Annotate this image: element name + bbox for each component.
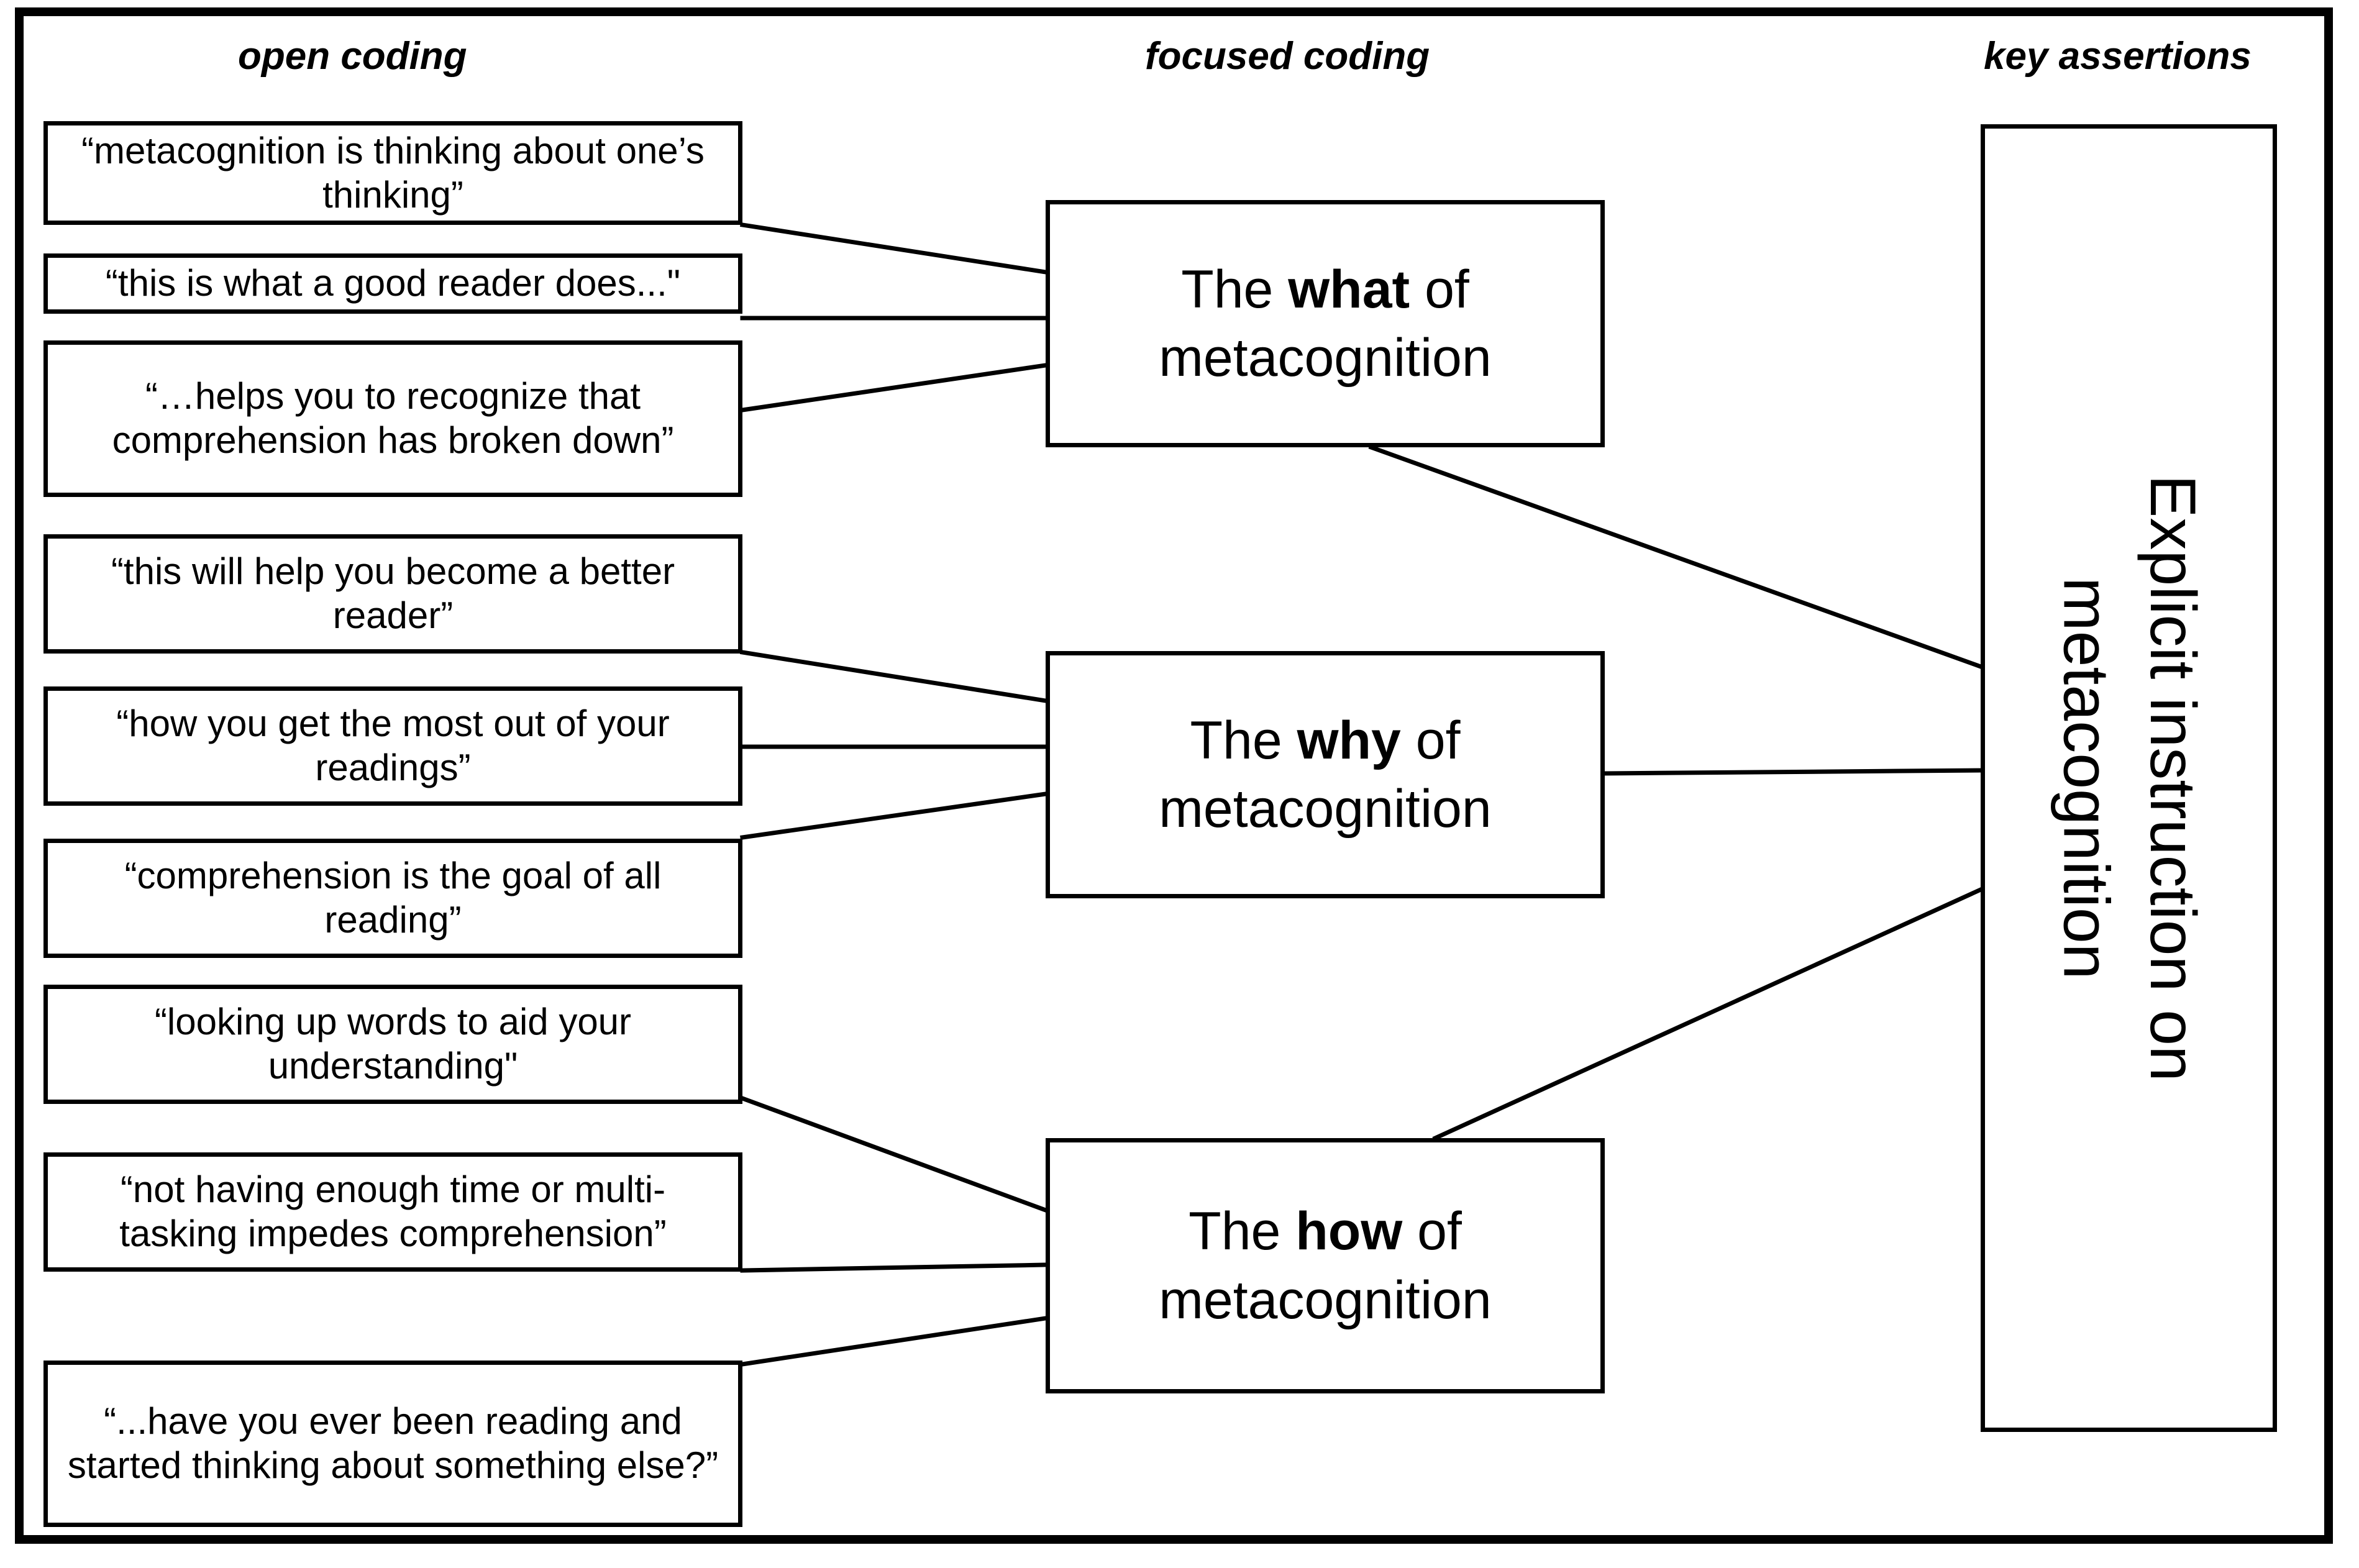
focused-coding-emphasis: how <box>1295 1201 1403 1262</box>
focused-coding-label-what: The what of metacognition <box>1050 255 1600 392</box>
open-coding-box-2[interactable]: “this is what a good reader does..." <box>43 253 742 314</box>
open-coding-quote: “…helps you to recognize that comprehens… <box>112 375 674 461</box>
focused-coding-emphasis: what <box>1288 259 1410 319</box>
column-header-focused-coding: focused coding <box>1145 35 1430 78</box>
open-coding-quote: “comprehension is the goal of all readin… <box>124 855 662 941</box>
open-coding-box-6[interactable]: “comprehension is the goal of all readin… <box>43 839 742 958</box>
open-coding-quote: “metacognition is thinking about one’s t… <box>81 129 705 216</box>
open-coding-quote: “this is what a good reader does..." <box>105 262 681 304</box>
open-coding-box-9[interactable]: “...have you ever been reading and start… <box>43 1361 742 1527</box>
focused-coding-label-why: The why of metacognition <box>1050 706 1600 843</box>
open-coding-box-7[interactable]: “looking up words to aid your understand… <box>43 985 742 1104</box>
focused-coding-suffix: of metacognition <box>1159 1201 1492 1330</box>
open-coding-box-1[interactable]: “metacognition is thinking about one’s t… <box>43 121 742 225</box>
column-header-open-coding: open coding <box>238 35 467 78</box>
key-assertion-box[interactable]: Explicit instruction on metacognition <box>1981 124 2277 1432</box>
open-coding-box-4[interactable]: “this will help you become a better read… <box>43 534 742 654</box>
focused-coding-suffix: of metacognition <box>1159 259 1492 388</box>
open-coding-quote: “how you get the most out of your readin… <box>116 703 670 788</box>
key-assertion-label: Explicit instruction on metacognition <box>2050 475 2209 1082</box>
open-coding-box-5[interactable]: “how you get the most out of your readin… <box>43 686 742 806</box>
open-coding-box-8[interactable]: “not having enough time or multi-tasking… <box>43 1152 742 1272</box>
focused-coding-box-what[interactable]: The what of metacognition <box>1046 200 1605 447</box>
focused-coding-prefix: The <box>1190 710 1297 770</box>
column-header-key-assertions: key assertions <box>1984 35 2252 78</box>
open-coding-quote: “looking up words to aid your understand… <box>154 1001 632 1087</box>
focused-coding-box-why[interactable]: The why of metacognition <box>1046 651 1605 898</box>
open-coding-quote: “...have you ever been reading and start… <box>67 1400 719 1486</box>
focused-coding-box-how[interactable]: The how of metacognition <box>1046 1138 1605 1393</box>
focused-coding-emphasis: why <box>1297 710 1401 770</box>
open-coding-quote: “this will help you become a better read… <box>111 550 675 636</box>
focused-coding-label-how: The how of metacognition <box>1050 1197 1600 1334</box>
open-coding-quote: “not having enough time or multi-tasking… <box>119 1169 667 1254</box>
focused-coding-suffix: of metacognition <box>1159 710 1492 839</box>
open-coding-box-3[interactable]: “…helps you to recognize that comprehens… <box>43 340 742 497</box>
focused-coding-prefix: The <box>1181 259 1289 319</box>
focused-coding-prefix: The <box>1189 1201 1296 1262</box>
